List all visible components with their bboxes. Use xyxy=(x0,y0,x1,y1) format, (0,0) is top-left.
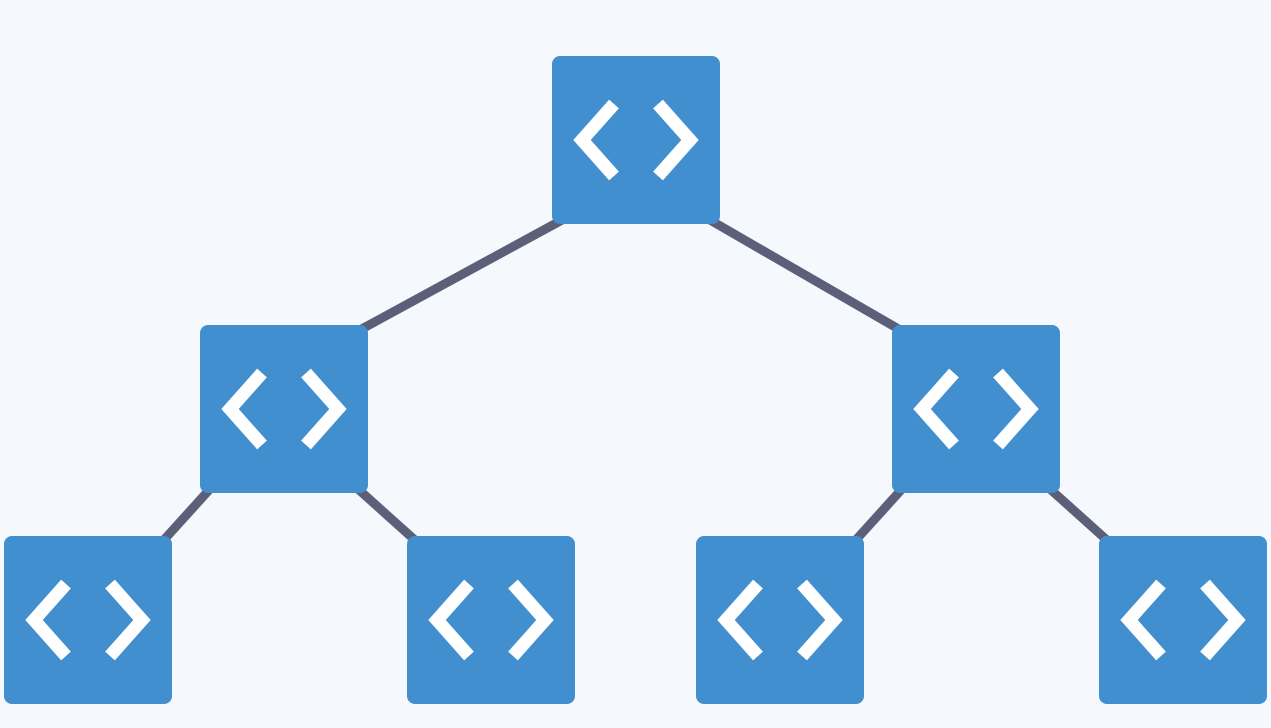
tree-node-right-left[interactable] xyxy=(696,536,864,704)
edge-left-ll xyxy=(158,485,214,546)
code-brackets-icon xyxy=(913,368,1039,450)
code-brackets-icon xyxy=(573,99,699,181)
code-brackets-icon xyxy=(25,579,151,661)
tree-node-right[interactable] xyxy=(892,325,1060,493)
edge-root-right xyxy=(707,216,905,335)
tree-node-left[interactable] xyxy=(200,325,368,493)
edge-right-rr xyxy=(1046,485,1113,546)
tree-node-left-right[interactable] xyxy=(407,536,575,704)
tree-node-root[interactable] xyxy=(552,56,720,224)
code-brackets-icon xyxy=(717,579,843,661)
code-brackets-icon xyxy=(428,579,554,661)
edge-root-left xyxy=(355,216,565,335)
edge-right-rl xyxy=(850,485,906,546)
edge-left-lr xyxy=(354,485,421,546)
tree-node-right-right[interactable] xyxy=(1099,536,1267,704)
code-brackets-icon xyxy=(221,368,347,450)
tree-node-left-left[interactable] xyxy=(4,536,172,704)
code-brackets-icon xyxy=(1120,579,1246,661)
